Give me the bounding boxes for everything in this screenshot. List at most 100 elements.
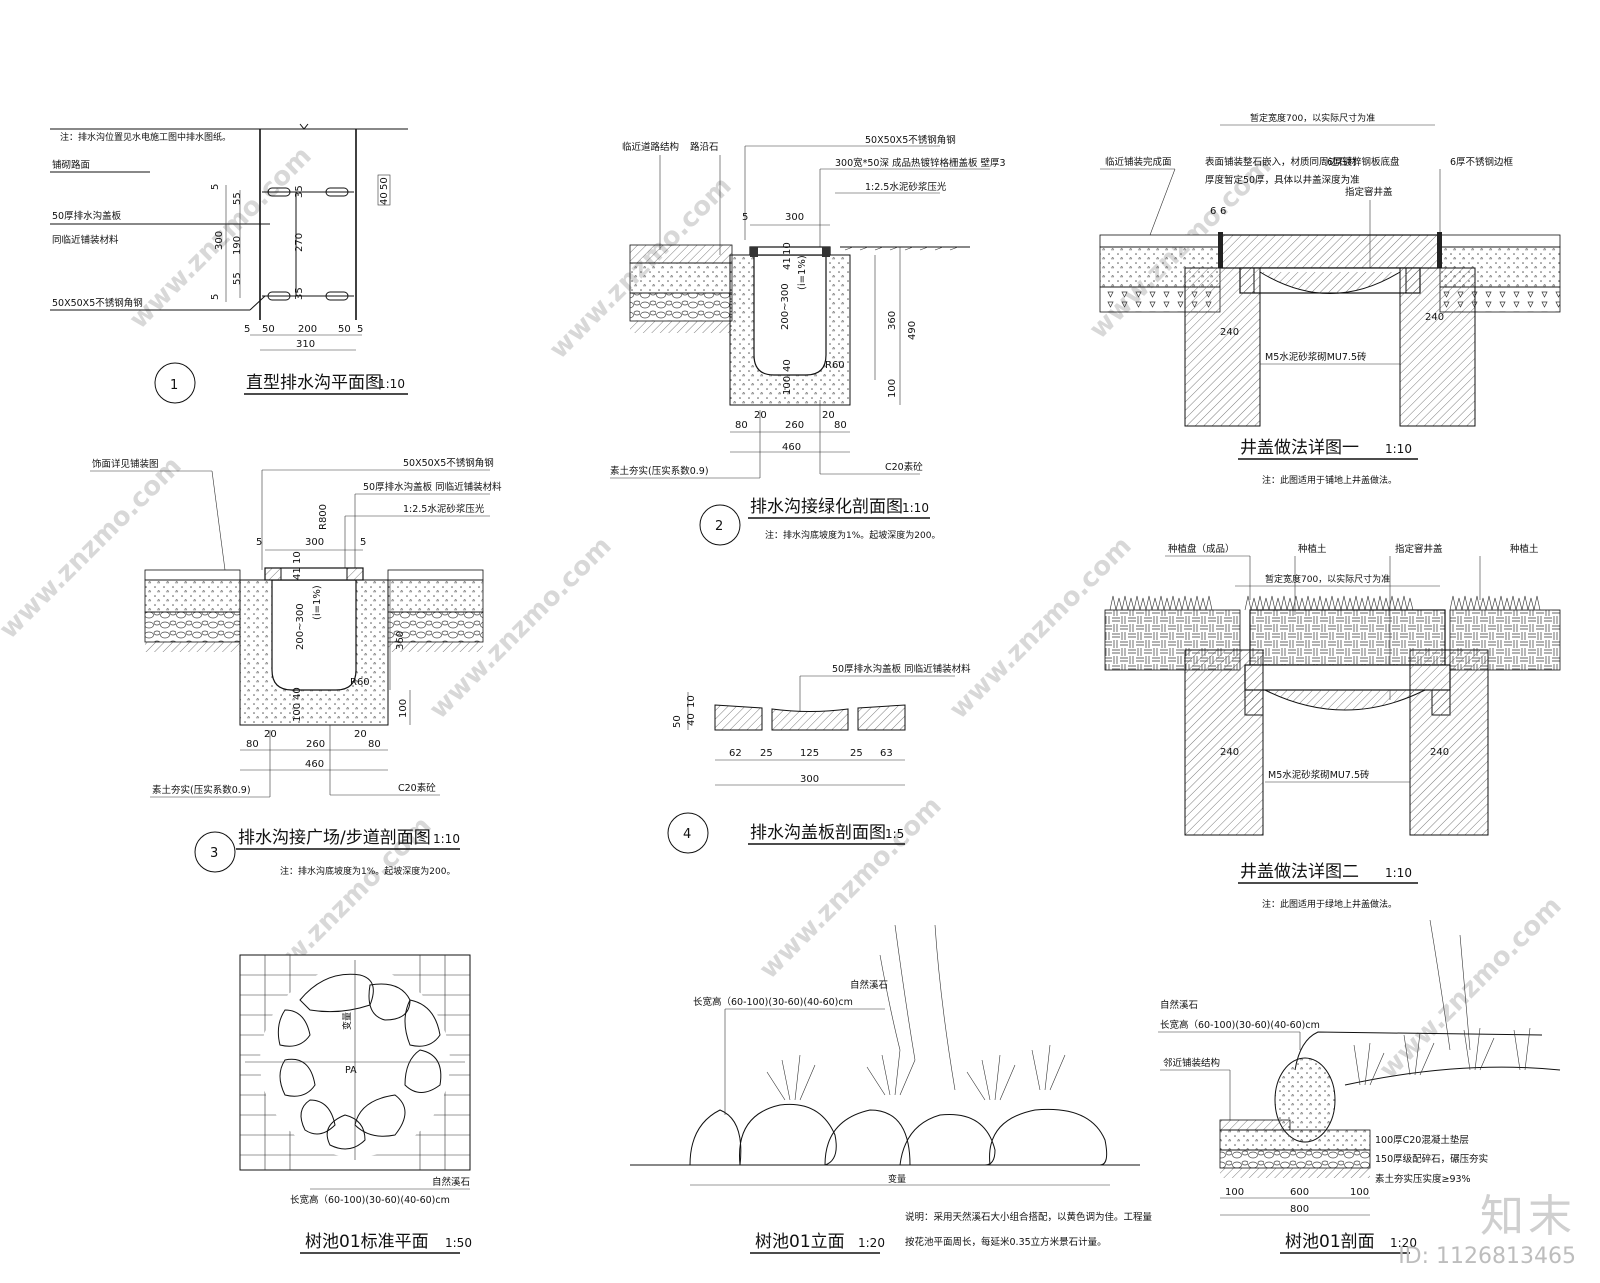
svg-text:5: 5: [210, 184, 221, 190]
svg-text:暂定宽度700，以实际尺寸为准: 暂定宽度700，以实际尺寸为准: [1265, 573, 1390, 585]
svg-text:长宽高（60-100)(30-60)(40-60)cm: 长宽高（60-100)(30-60)(40-60)cm: [693, 996, 853, 1008]
svg-text:厚度暂定50厚，具体以井盖深度为准: 厚度暂定50厚，具体以井盖深度为准: [1205, 174, 1360, 186]
svg-text:6厚镀锌钢板底盘: 6厚镀锌钢板底盘: [1327, 156, 1400, 168]
svg-text:4: 4: [683, 827, 691, 842]
svg-text:80: 80: [246, 739, 259, 750]
svg-text:素土夯实(压实系数0.9): 素土夯实(压实系数0.9): [152, 784, 251, 796]
drawing-scale: 1:20: [1390, 1236, 1417, 1250]
svg-text:长宽高（60-100)(30-60)(40-60)cm: 长宽高（60-100)(30-60)(40-60)cm: [290, 1194, 450, 1206]
svg-text:20: 20: [822, 410, 835, 421]
svg-text:460: 460: [782, 442, 801, 453]
drawing-3-drain-plaza-section: 饰面详见铺装图 50X50X5不锈钢角钢 50厚排水沟盖板 同临近铺装材料 1:…: [90, 457, 502, 877]
svg-text:指定窨井盖: 指定窨井盖: [1345, 186, 1393, 198]
drawing-scale: 1:10: [902, 501, 929, 515]
svg-text:自然溪石: 自然溪石: [1160, 999, 1198, 1011]
svg-text:5: 5: [256, 537, 262, 548]
svg-text:注：此图适用于铺地上井盖做法。: 注：此图适用于铺地上井盖做法。: [1262, 474, 1397, 486]
svg-text:自然溪石: 自然溪石: [850, 979, 888, 991]
svg-text:40: 40: [686, 713, 697, 726]
svg-text:460: 460: [305, 759, 324, 770]
note: 注：排水沟位置见水电施工图中排水图纸。: [60, 131, 231, 143]
svg-text:20: 20: [354, 729, 367, 740]
svg-text:1:2.5水泥砂浆压光: 1:2.5水泥砂浆压光: [865, 181, 947, 193]
label: 50厚排水沟盖板: [52, 210, 122, 222]
watermark: www.znzmo.com: [754, 791, 948, 985]
svg-text:100: 100: [1225, 1187, 1244, 1198]
svg-text:100: 100: [1350, 1187, 1369, 1198]
drawing-5-manhole-detail-1: 暂定宽度700，以实际尺寸为准 临近铺装完成面 表面铺装整石嵌入，材质同周边石材…: [1099, 112, 1561, 486]
svg-text:800: 800: [1290, 1204, 1309, 1215]
svg-text:50: 50: [672, 715, 683, 728]
drawing-scale: 1:10: [378, 377, 405, 391]
svg-text:1:2.5水泥砂浆压光: 1:2.5水泥砂浆压光: [403, 503, 485, 515]
drawing-scale: 1:10: [1385, 866, 1412, 880]
drawing-4-cover-plate-section: 50厚排水沟盖板 同临近铺装材料 50 40 10 62 25 125 25 6…: [667, 663, 971, 854]
svg-text:10: 10: [292, 551, 303, 564]
svg-text:80: 80: [834, 420, 847, 431]
svg-text:300: 300: [785, 212, 804, 223]
label: 同临近铺装材料: [52, 234, 119, 246]
svg-text:5: 5: [210, 294, 221, 300]
svg-text:10: 10: [686, 695, 697, 708]
drawing-title: 排水沟接绿化剖面图: [750, 497, 903, 517]
svg-text:490: 490: [907, 321, 918, 340]
svg-text:50厚排水沟盖板 同临近铺装材料: 50厚排水沟盖板 同临近铺装材料: [363, 481, 502, 493]
svg-text:100厚C20混凝土垫层: 100厚C20混凝土垫层: [1375, 1134, 1469, 1146]
svg-text:50X50X5不锈钢角钢: 50X50X5不锈钢角钢: [403, 457, 494, 469]
svg-text:240: 240: [1425, 312, 1444, 323]
svg-text:360: 360: [395, 631, 406, 650]
svg-text:63: 63: [880, 748, 893, 759]
svg-text:(i=1%): (i=1%): [797, 255, 808, 290]
svg-text:260: 260: [785, 420, 804, 431]
svg-text:素土夯实(压实系数0.9): 素土夯实(压实系数0.9): [610, 465, 709, 477]
drawing-title: 排水沟盖板剖面图: [750, 823, 886, 843]
drawing-scale: 1:10: [433, 832, 460, 846]
svg-text:6: 6: [1210, 206, 1216, 217]
svg-text:5: 5: [244, 324, 250, 335]
svg-text:素土夯实压实度≥93%: 素土夯实压实度≥93%: [1375, 1173, 1471, 1185]
svg-text:R60: R60: [825, 360, 845, 371]
svg-text:40: 40: [292, 687, 303, 700]
svg-text:40: 40: [782, 359, 793, 372]
svg-text:50厚排水沟盖板 同临近铺装材料: 50厚排水沟盖板 同临近铺装材料: [832, 663, 971, 675]
drawing-title: 井盖做法详图一: [1240, 438, 1359, 458]
brand-id: ID: 1126813465: [1398, 1244, 1576, 1269]
svg-text:6: 6: [1220, 206, 1226, 217]
svg-text:100: 100: [292, 703, 303, 722]
svg-text:邻近铺装结构: 邻近铺装结构: [1163, 1057, 1220, 1069]
svg-text:临近道路结构: 临近道路结构: [622, 141, 679, 153]
svg-text:41: 41: [292, 567, 303, 580]
svg-text:80: 80: [368, 739, 381, 750]
drawing-1-drain-plan: 注：排水沟位置见水电施工图中排水图纸。 铺砌路面 50厚排水沟盖板 同临近铺装材…: [50, 123, 408, 404]
svg-text:(i=1%): (i=1%): [312, 585, 323, 620]
drawing-title: 排水沟接广场/步道剖面图: [238, 828, 431, 848]
svg-text:3: 3: [210, 846, 218, 861]
svg-text:说明：采用天然溪石大小组合搭配，以黄色调为佳。工程量: 说明：采用天然溪石大小组合搭配，以黄色调为佳。工程量: [905, 1211, 1153, 1223]
svg-text:190: 190: [232, 236, 243, 255]
drawing-title: 直型排水沟平面图: [246, 373, 382, 393]
svg-text:100: 100: [398, 699, 409, 718]
svg-text:50: 50: [338, 324, 351, 335]
drawing-8-tree-pit-elevation: 自然溪石 长宽高（60-100)(30-60)(40-60)cm 变量 说明：采…: [630, 924, 1153, 1254]
svg-text:240: 240: [1430, 747, 1449, 758]
svg-text:R800: R800: [318, 504, 329, 530]
drawing-scale: 1:20: [858, 1236, 885, 1250]
svg-text:50: 50: [262, 324, 275, 335]
drawing-title: 树池01剖面: [1285, 1232, 1375, 1252]
svg-text:40: 40: [379, 192, 390, 205]
svg-text:310: 310: [296, 339, 315, 350]
label: 50X50X5不锈钢角钢: [52, 297, 143, 309]
drawing-number: 1: [170, 378, 178, 393]
svg-text:指定窨井盖: 指定窨井盖: [1395, 543, 1443, 555]
drawing-7-tree-pit-plan: 变量 PA 自然溪石 长宽高（60-100)(30-60)(40-60)cm 树…: [239, 954, 472, 1254]
svg-text:55: 55: [232, 272, 243, 285]
svg-text:M5水泥砂浆砌MU7.5砖: M5水泥砂浆砌MU7.5砖: [1268, 769, 1370, 781]
svg-text:150厚级配碎石，碾压夯实: 150厚级配碎石，碾压夯实: [1375, 1153, 1488, 1165]
svg-text:变量: 变量: [341, 1012, 353, 1030]
svg-text:注：排水沟底坡度为1%。起坡深度为200。: 注：排水沟底坡度为1%。起坡深度为200。: [280, 865, 455, 877]
svg-text:种植土: 种植土: [1298, 543, 1327, 555]
watermark: www.znzmo.com: [1374, 891, 1568, 1085]
drawing-title: 树池01立面: [755, 1232, 845, 1252]
svg-text:50: 50: [379, 177, 390, 190]
drawing-title: 井盖做法详图二: [1240, 862, 1359, 882]
